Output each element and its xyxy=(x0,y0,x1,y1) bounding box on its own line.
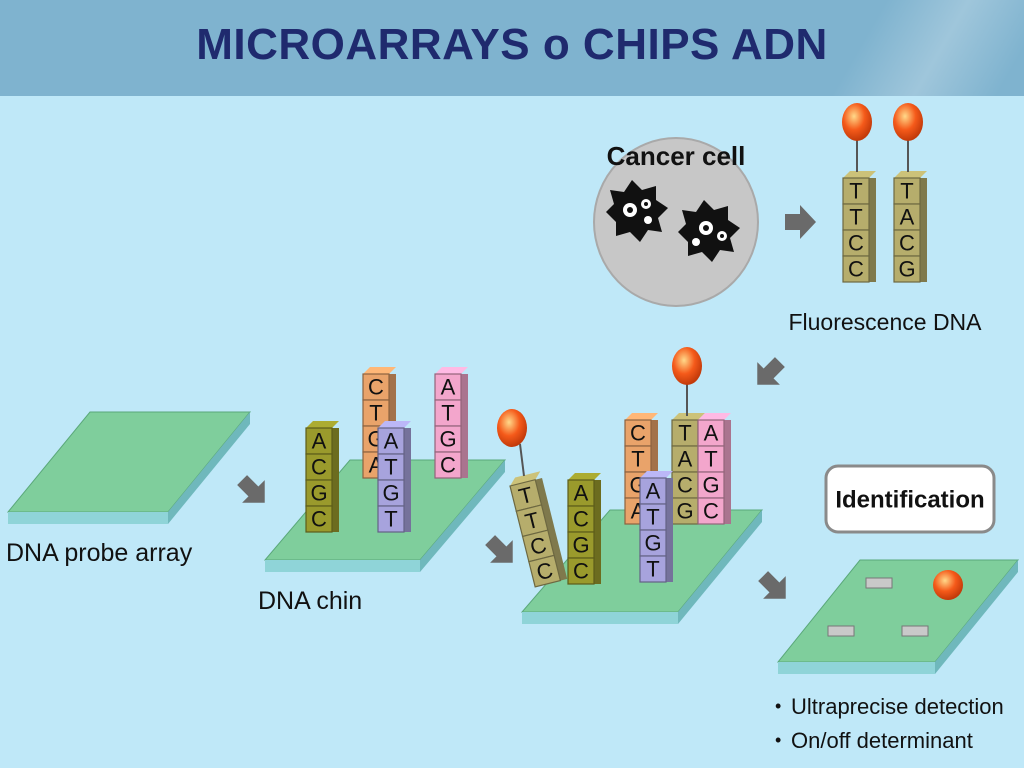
nucleotide-base: T xyxy=(441,401,454,426)
nucleotide-base: G xyxy=(382,481,399,506)
fluorescent-tag xyxy=(933,570,963,600)
bullet-marker: • xyxy=(775,696,781,716)
cancer-cell-label: Cancer cell xyxy=(607,141,746,171)
nucleotide-base: G xyxy=(439,427,456,452)
nucleotide-base: T xyxy=(384,507,397,532)
nucleotide-base: C xyxy=(703,499,719,524)
nucleotide-base: T xyxy=(384,455,397,480)
nucleotide-base: T xyxy=(516,482,535,510)
nucleotide-base: T xyxy=(522,507,541,535)
identification-box: Identification xyxy=(824,464,996,534)
nucleotide-base: T xyxy=(631,447,644,472)
detection-spot xyxy=(865,577,893,589)
nucleotide-base: A xyxy=(678,447,693,472)
microarray-diagram: Cancer cell xyxy=(6,103,1020,753)
nucleotide-base: G xyxy=(572,533,589,558)
bullet-marker: • xyxy=(775,730,781,750)
nucleotide-base: T xyxy=(678,421,691,446)
bullet-onoff: On/off determinant xyxy=(791,728,973,753)
nucleotide-base: A xyxy=(384,429,399,454)
nucleotide-base: G xyxy=(310,481,327,506)
nucleotide-base: T xyxy=(849,205,862,230)
nucleotide-base: A xyxy=(646,479,661,504)
dna-chip-label: DNA chin xyxy=(258,587,362,615)
detection-bullets: • Ultraprecise detection • On/off determ… xyxy=(775,694,1004,753)
cancer-cell-icon xyxy=(678,200,740,262)
nucleotide-base: C xyxy=(848,257,864,282)
cancer-cell-icon xyxy=(606,180,668,242)
header-decoration xyxy=(804,0,1024,96)
fluorescent-tag xyxy=(672,347,702,385)
nucleotide-base: A xyxy=(441,375,456,400)
detection-spot xyxy=(827,625,855,637)
nucleotide-base: C xyxy=(630,421,646,446)
detection-spot xyxy=(901,625,929,637)
nucleotide-base: A xyxy=(704,421,719,446)
nucleotide-base: T xyxy=(646,557,659,582)
nucleotide-base: C xyxy=(848,231,864,256)
arrow-icon xyxy=(485,535,513,563)
bullet-ultraprecise: Ultraprecise detection xyxy=(791,694,1004,719)
dna-strands: TTCCTACGCTGAATGCACGCATGTCTGATACGATGCACGC… xyxy=(305,171,927,588)
nucleotide-base: C xyxy=(368,375,384,400)
nucleotide-base: A xyxy=(574,481,589,506)
nucleotide-base: C xyxy=(534,557,556,585)
arrow-icon xyxy=(237,475,265,503)
fluorescent-tag xyxy=(842,103,872,141)
nucleotide-base: T xyxy=(369,401,382,426)
title-bar: MICROARRAYS o CHIPS ADN xyxy=(0,0,1024,96)
nucleotide-base: C xyxy=(440,453,456,478)
nucleotide-base: G xyxy=(898,257,915,282)
identification-label: Identification xyxy=(835,487,984,514)
nucleotide-base: C xyxy=(573,559,589,584)
dna-probe-array-label: DNA probe array xyxy=(6,539,193,567)
slide-title: MICROARRAYS o CHIPS ADN xyxy=(196,20,828,69)
nucleotide-base: G xyxy=(702,473,719,498)
nucleotide-base: G xyxy=(676,499,693,524)
nucleotide-base: C xyxy=(311,507,327,532)
cancer-cell-group: Cancer cell xyxy=(593,137,759,307)
fluorescence-dna-label: Fluorescence DNA xyxy=(788,309,982,335)
fluorescent-tag xyxy=(497,409,527,447)
nucleotide-base: T xyxy=(646,505,659,530)
arrow-icon xyxy=(757,357,785,385)
nucleotide-base: T xyxy=(849,179,862,204)
nucleotide-base: C xyxy=(573,507,589,532)
fluorescent-tag xyxy=(893,103,923,141)
nucleotide-base: C xyxy=(677,473,693,498)
nucleotide-base: A xyxy=(312,429,327,454)
nucleotide-base: A xyxy=(900,205,915,230)
cancer-cell-circle xyxy=(593,137,759,307)
arrow-icon xyxy=(785,205,816,239)
arrow-icon xyxy=(758,571,786,599)
nucleotide-base: C xyxy=(528,532,550,560)
nucleotide-base: G xyxy=(644,531,661,556)
fluorescent-tags xyxy=(497,103,923,477)
dna-probe-array-plate xyxy=(6,411,252,524)
identification-plate xyxy=(776,559,1020,674)
nucleotide-base: C xyxy=(311,455,327,480)
nucleotide-base: T xyxy=(900,179,913,204)
nucleotide-base: C xyxy=(899,231,915,256)
nucleotide-base: T xyxy=(704,447,717,472)
